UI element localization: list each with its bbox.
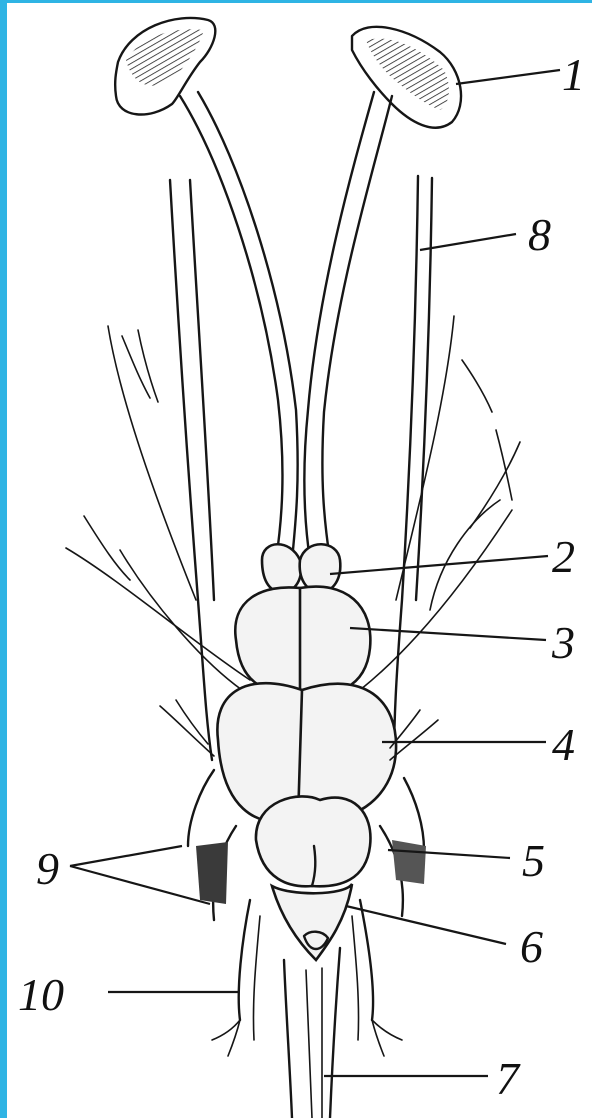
label-10: 10 xyxy=(18,972,64,1018)
label-7: 7 xyxy=(496,1056,519,1102)
label-5: 5 xyxy=(522,838,545,884)
olfactory-tracts xyxy=(180,92,392,560)
olfactory-base xyxy=(262,544,340,592)
spinal-cord xyxy=(284,948,340,1118)
cerebellum xyxy=(256,796,371,886)
label-9: 9 xyxy=(36,846,59,892)
label-3: 3 xyxy=(552,620,575,666)
label-4: 4 xyxy=(552,722,575,768)
label-8: 8 xyxy=(528,212,551,258)
branching-nerves-left xyxy=(66,326,250,690)
label-6: 6 xyxy=(520,924,543,970)
label-2: 2 xyxy=(552,534,575,580)
label-1: 1 xyxy=(562,52,585,98)
forebrain xyxy=(235,587,370,694)
olfactory-bulb-left xyxy=(115,18,215,115)
